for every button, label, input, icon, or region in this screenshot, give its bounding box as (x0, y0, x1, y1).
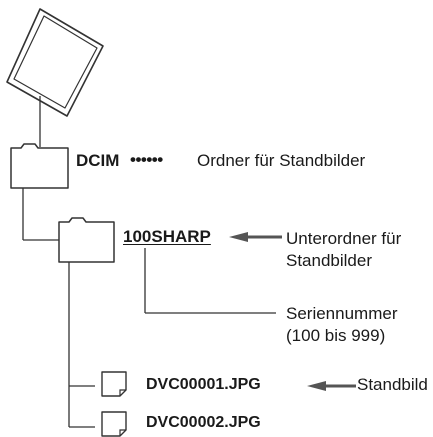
file-icon (101, 371, 127, 397)
file-icon (101, 411, 127, 437)
serial-number-line1: Seriennummer (286, 304, 398, 323)
file-description: Standbild (357, 375, 428, 394)
file-name: DVC00002.JPG (146, 414, 261, 431)
folder-icon (10, 143, 69, 189)
arrow-left-icon (307, 381, 356, 391)
tree-connector-lines (22, 96, 276, 428)
subfolder-name: 100SHARP (123, 227, 211, 246)
root-folder-name: DCIM (76, 151, 120, 170)
memory-card-icon (6, 8, 104, 117)
serial-number-line2: (100 bis 999) (286, 326, 386, 345)
leader-dots: •••••• (130, 150, 163, 169)
folder-icon (58, 217, 115, 263)
subfolder-description-line2: Standbilder (286, 251, 373, 270)
serial-number-description: Seriennummer (100 bis 999) (286, 303, 398, 347)
subfolder-description: Unterordner für Standbilder (286, 228, 401, 272)
arrow-left-icon (229, 232, 282, 242)
root-folder-description: Ordner für Standbilder (197, 151, 366, 170)
subfolder-description-line1: Unterordner für (286, 229, 402, 248)
file-name: DVC00001.JPG (146, 376, 261, 393)
